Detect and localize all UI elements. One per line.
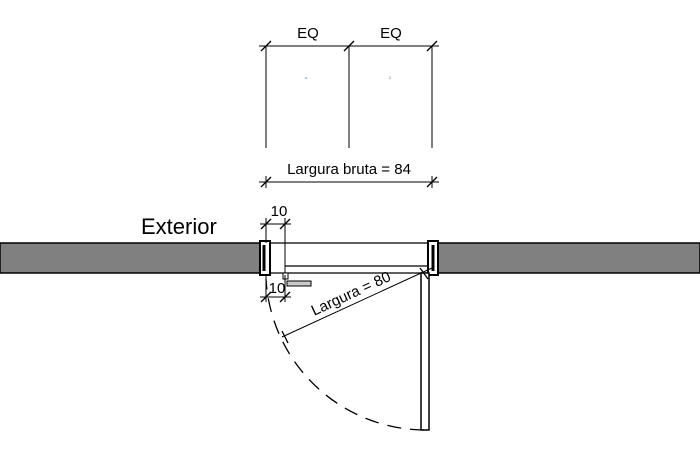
- top-10-label: 10: [271, 203, 288, 220]
- mark-left: ••: [305, 75, 308, 80]
- door-leaf: [420, 272, 430, 431]
- top-10-dimension: [260, 218, 291, 243]
- door-handle-icon: [282, 272, 312, 287]
- exterior-label: Exterior: [141, 214, 217, 239]
- eq-dimension: [259, 40, 439, 148]
- door-frame: [259, 240, 439, 276]
- net-width-dimension: [281, 267, 433, 344]
- eq-right-label: EQ: [380, 25, 402, 42]
- wall-right: [431, 242, 700, 274]
- net-width-label: Largura = 80: [309, 268, 394, 319]
- gross-width-label: Largura bruta = 84: [287, 161, 411, 178]
- mark-right: 2: [389, 75, 392, 80]
- bottom-10-dimension: [260, 275, 291, 303]
- door-swing-arc: [265, 278, 425, 431]
- bottom-10-label: 10: [269, 280, 286, 297]
- wall-left: [0, 242, 267, 274]
- eq-left-label: EQ: [297, 25, 319, 42]
- gross-width-dimension: [259, 176, 439, 188]
